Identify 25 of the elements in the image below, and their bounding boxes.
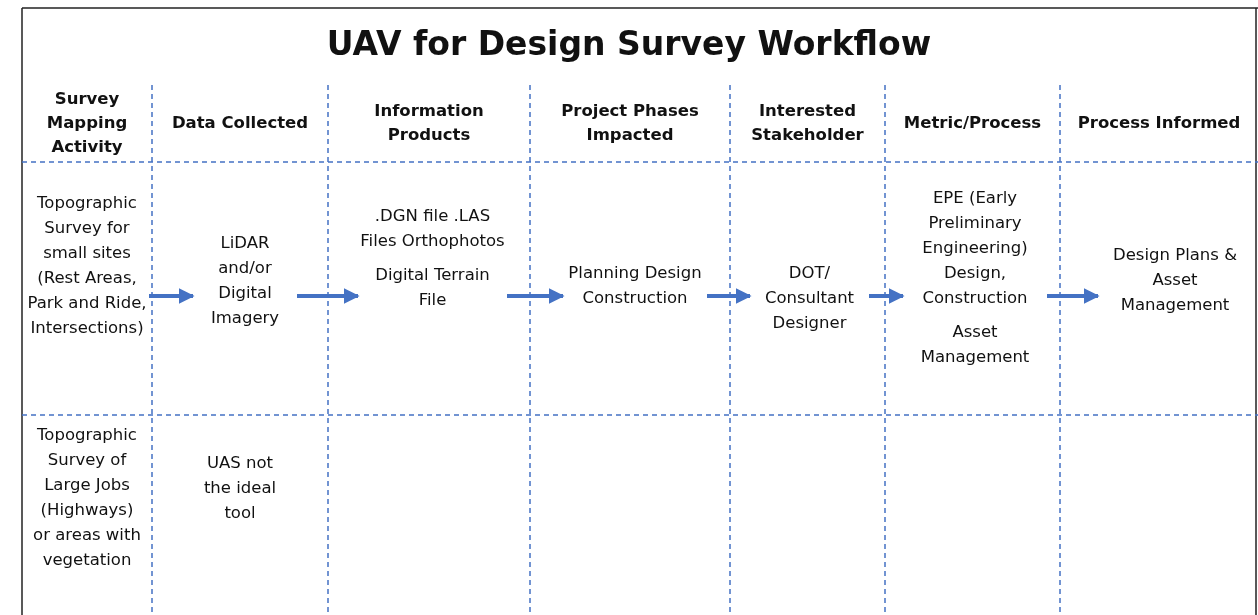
- column-header: Interested Stakeholder: [750, 100, 865, 146]
- flow-step-text: Digital Terrain File: [374, 264, 491, 311]
- table-cell-text: UAS not the ideal tool: [202, 452, 278, 524]
- flow-step-text: .DGN file .LAS Files Orthophotos: [360, 205, 505, 252]
- column-header: Survey Mapping Activity: [45, 88, 129, 158]
- arrow: [707, 288, 752, 304]
- arrow: [297, 288, 360, 304]
- arrow: [149, 288, 195, 304]
- diagram-title: UAV for Design Survey Workflow: [325, 24, 933, 63]
- flow-step-text: LiDAR and/or Digital Imagery: [209, 232, 281, 329]
- column-header: Information Products: [373, 100, 485, 146]
- flow-step-text: Planning Design Construction: [567, 262, 703, 309]
- flow-step-text: DOT/ Consultant Designer: [763, 262, 856, 334]
- column-header: Data Collected: [170, 112, 310, 134]
- flow-step-text: EPE (Early Preliminary Engineering) Design, Construction: [921, 187, 1029, 309]
- flow-step-text: Topographic Survey for small sites (Rest Areas, Park and Ride, Intersections): [27, 192, 147, 339]
- table-cell-text: Topographic Survey of Large Jobs (Highways) or areas with vegetation: [32, 424, 142, 571]
- column-header: Process Informed: [1076, 112, 1242, 134]
- arrow: [869, 288, 905, 304]
- arrow: [507, 288, 565, 304]
- flow-step-text: Design Plans & Asset Management: [1112, 244, 1238, 316]
- column-header: Project Phases Impacted: [560, 100, 700, 146]
- flow-step-text: Asset Management: [919, 321, 1031, 368]
- arrow: [1047, 288, 1100, 304]
- column-header: Metric/Process: [902, 112, 1043, 134]
